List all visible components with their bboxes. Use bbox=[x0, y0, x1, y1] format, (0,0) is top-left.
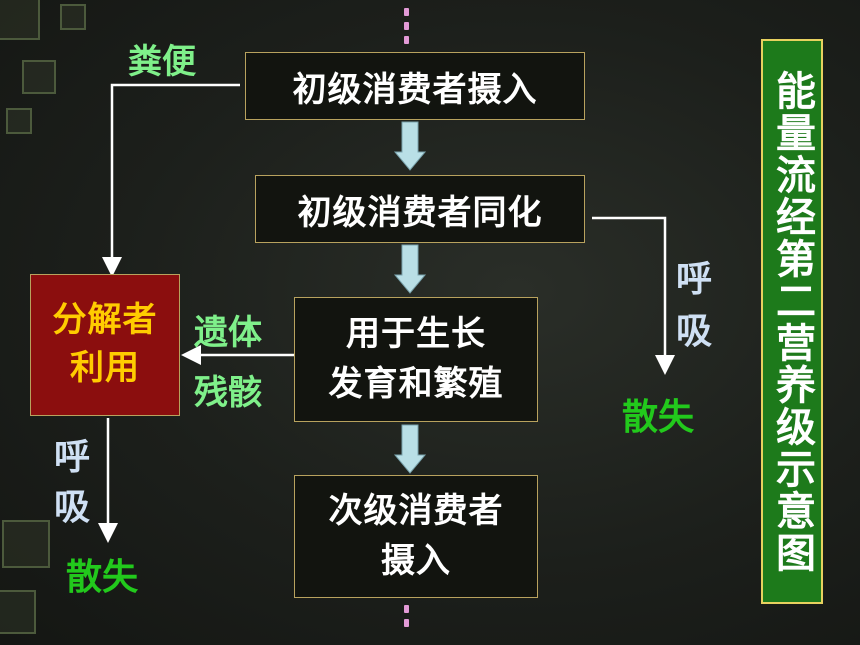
decor-tile bbox=[22, 60, 56, 94]
respiration-right-label-2: 吸 bbox=[676, 311, 713, 352]
dissipate-left-label: 散失 bbox=[66, 557, 139, 598]
secondary-consumer-intake-line2: 摄入 bbox=[381, 540, 451, 581]
secondary-consumer-intake-line1: 次级消费者 bbox=[328, 491, 504, 532]
decomposer-box: 分解者 利用 bbox=[30, 274, 180, 416]
primary-consumer-intake-label: 初级消费者摄入 bbox=[292, 69, 538, 110]
secondary-consumer-intake-box: 次级消费者 摄入 bbox=[294, 475, 538, 598]
feces-connector bbox=[102, 83, 240, 277]
feces-label: 粪便 bbox=[128, 42, 196, 82]
growth-reproduction-line2: 发育和繁殖 bbox=[328, 363, 504, 404]
side-title-box: 能量流经第二营养级示意图 bbox=[761, 39, 823, 604]
bottom-dotted-line bbox=[401, 605, 411, 633]
decomposer-line2: 利用 bbox=[70, 348, 140, 388]
decor-tile bbox=[0, 0, 40, 40]
down-arrow bbox=[393, 121, 427, 171]
decor-tile bbox=[60, 4, 86, 30]
down-arrow bbox=[393, 424, 427, 474]
respiration-left-label-1: 呼 bbox=[54, 437, 91, 478]
decor-tile bbox=[6, 108, 32, 134]
respiration-right-connector bbox=[592, 216, 675, 375]
down-arrow bbox=[393, 244, 427, 294]
decor-tile bbox=[0, 590, 36, 634]
growth-reproduction-line1: 用于生长 bbox=[346, 314, 486, 355]
remains-label-line2: 残骸 bbox=[194, 373, 262, 413]
top-dotted-line bbox=[401, 8, 411, 50]
respiration-left-label-2: 吸 bbox=[54, 487, 91, 528]
primary-consumer-intake-box: 初级消费者摄入 bbox=[245, 52, 585, 120]
primary-consumer-assimilation-box: 初级消费者同化 bbox=[255, 175, 585, 243]
growth-reproduction-box: 用于生长 发育和繁殖 bbox=[294, 297, 538, 422]
primary-consumer-assimilation-label: 初级消费者同化 bbox=[297, 192, 543, 233]
decor-tile bbox=[2, 520, 50, 568]
side-title: 能量流经第二营养级示意图 bbox=[769, 69, 815, 574]
remains-label-line1: 遗体 bbox=[194, 313, 262, 353]
decomposer-line1: 分解者 bbox=[52, 300, 158, 341]
dissipate-right-label: 散失 bbox=[622, 397, 695, 438]
respiration-right-label-1: 呼 bbox=[676, 259, 713, 300]
